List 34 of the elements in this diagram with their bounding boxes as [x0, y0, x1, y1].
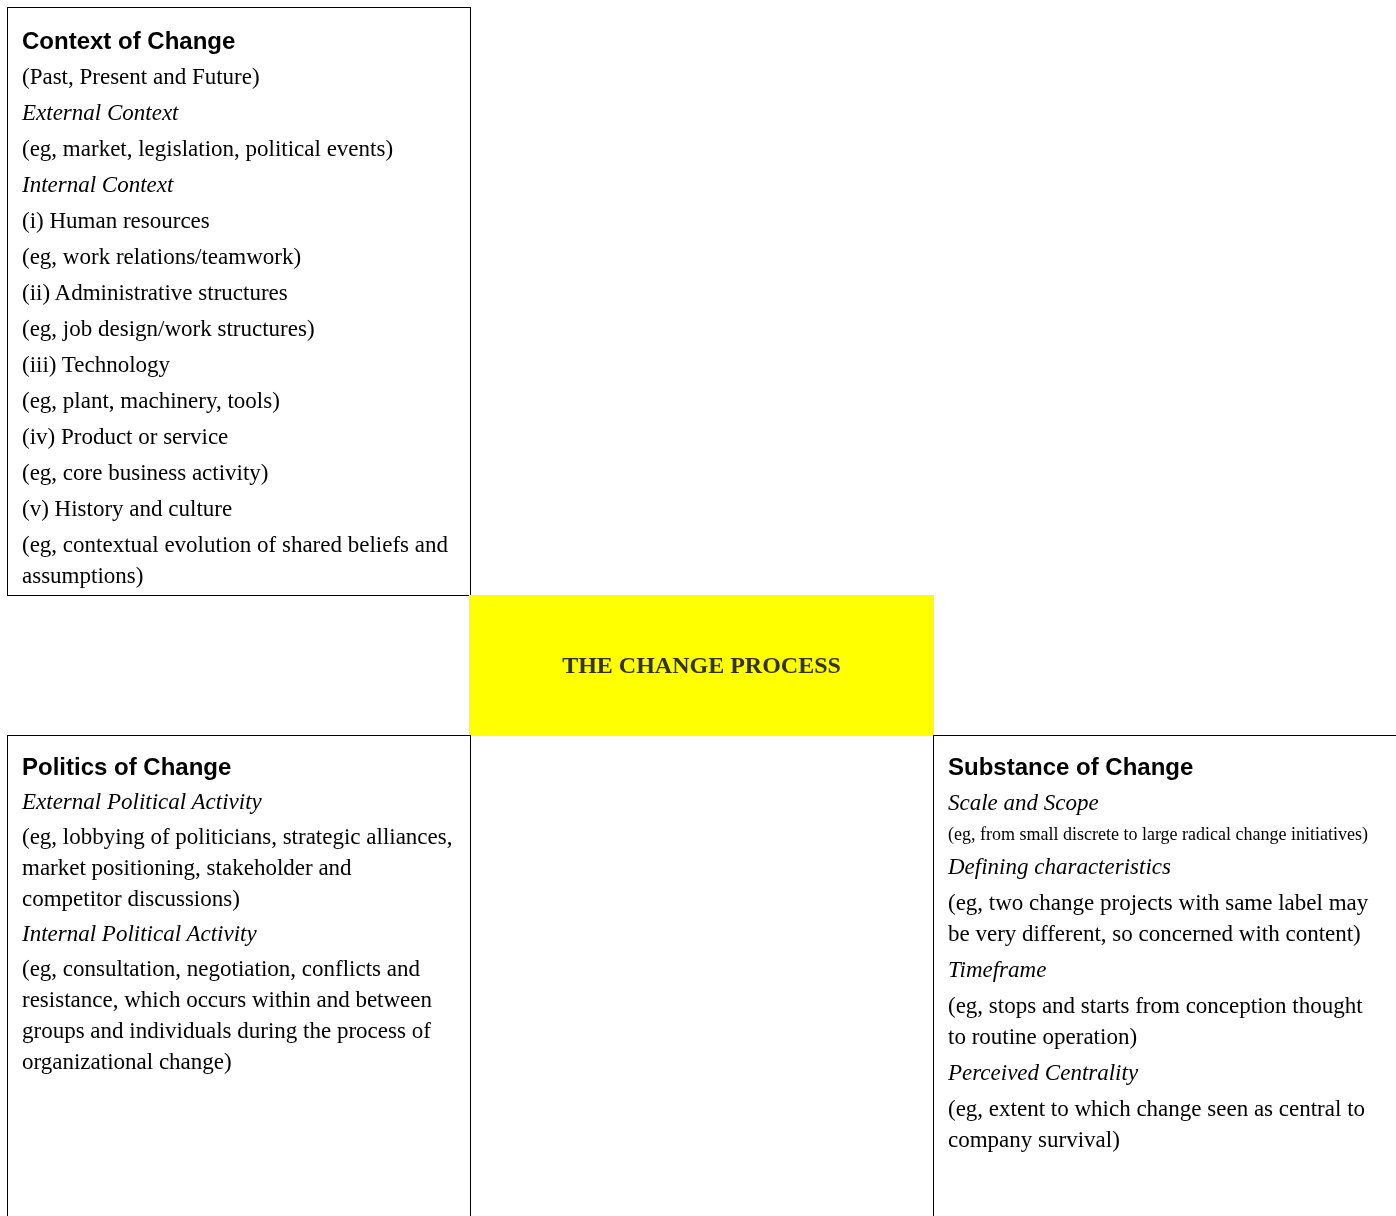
body-text: (eg, from small discrete to large radical change initiatives) [948, 823, 1369, 846]
text-panel [7, 735, 471, 1216]
panel-heading: Substance of Change [948, 752, 1195, 782]
body-text: (iii) Technology [22, 351, 172, 379]
subheading: Timeframe [948, 956, 1048, 984]
text-panel [933, 735, 1396, 1216]
subheading: Internal Political Activity [22, 920, 258, 948]
body-text: (eg, work relations/teamwork) [22, 243, 303, 271]
body-text: (eg, contextual evolution of shared beliefs and assumptions) [22, 531, 449, 590]
body-text: (eg, core business activity) [22, 459, 270, 487]
body-text: (i) Human resources [22, 207, 211, 235]
body-text: (eg, consultation, negotiation, conflicts and resistance, which occurs within and between groups and individuals during the process of organizational change) [22, 955, 434, 1076]
body-text: (Past, Present and Future) [22, 63, 261, 91]
body-text: (eg, plant, machinery, tools) [22, 387, 281, 415]
subheading: External Context [22, 99, 180, 127]
subheading: Perceived Centrality [948, 1059, 1140, 1087]
body-text: (eg, two change projects with same label may be very different, so concerned with content) [948, 889, 1370, 948]
subheading: External Political Activity [22, 788, 263, 816]
body-text: (v) History and culture [22, 495, 234, 523]
body-text: (eg, extent to which change seen as central to company survival) [948, 1095, 1367, 1154]
text-panel [7, 7, 471, 596]
process-box [469, 595, 934, 736]
subheading: Scale and Scope [948, 789, 1100, 817]
body-text: (eg, stops and starts from conception thought to routine operation) [948, 992, 1364, 1051]
body-text: (eg, job design/work structures) [22, 315, 316, 343]
body-text: (eg, market, legislation, political events) [22, 135, 395, 163]
body-text: (iv) Product or service [22, 423, 230, 451]
panel-heading: Context of Change [22, 26, 237, 56]
body-text: (ii) Administrative structures [22, 279, 289, 307]
body-text: (eg, lobbying of politicians, strategic alliances, market positioning, stakeholder and competitor discussions) [22, 823, 454, 913]
process-title: THE CHANGE PROCESS [562, 651, 841, 680]
subheading: Defining characteristics [948, 853, 1172, 881]
subheading: Internal Context [22, 171, 175, 199]
panel-heading: Politics of Change [22, 752, 233, 782]
